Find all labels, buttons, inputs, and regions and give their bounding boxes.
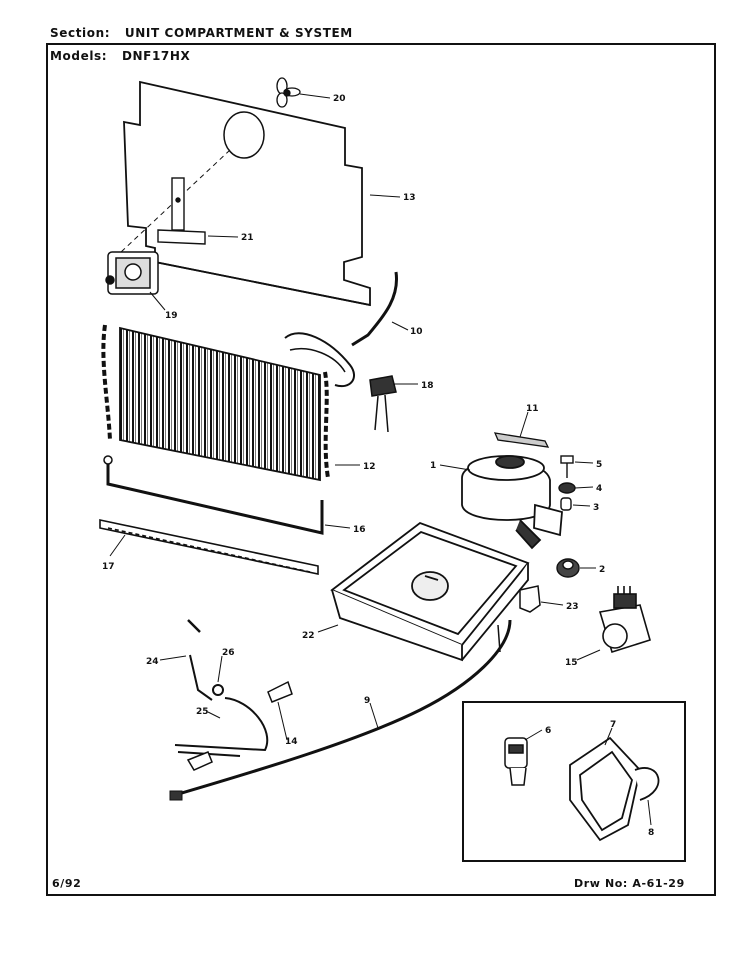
inset-clip [504,737,528,786]
drawing-number: A-61-29 [632,877,685,890]
callout-23: 23 [566,602,579,612]
callout-numbers: 20 13 21 19 10 18 11 1 5 4 3 12 16 17 2 … [102,94,654,838]
drain-pan [330,521,530,662]
evaporator-coil [101,324,355,482]
callout-6: 6 [545,726,551,736]
callout-10: 10 [410,327,423,337]
clamps [186,680,293,771]
callout-25: 25 [196,707,209,717]
callout-17: 17 [102,562,115,572]
harness-plug [169,790,183,801]
heater-tube [106,460,324,535]
callout-19: 19 [165,311,178,321]
callout-1: 1 [430,461,436,471]
gasket [493,432,550,448]
tubing-parts [174,619,269,757]
section-value: UNIT COMPARTMENT & SYSTEM [124,26,353,40]
callout-5: 5 [596,460,602,470]
callout-22: 22 [302,631,315,641]
drawing-label: Drw No: [574,877,628,890]
drain-tube [351,271,398,347]
fan-motor [105,251,159,295]
callout-14: 14 [285,737,298,747]
callout-16: 16 [353,525,366,535]
callout-13: 13 [403,193,416,203]
bracket [157,177,206,245]
wiring-harness [174,619,512,797]
heater-channel [99,519,319,575]
grommet [556,558,580,578]
callout-2: 2 [599,565,605,575]
callout-26: 26 [222,648,235,658]
leader-lines [109,93,652,826]
models-header: Models: DNF17HX [50,49,190,63]
callout-3: 3 [593,503,599,513]
callout-9: 9 [364,696,370,706]
fan-opening [223,111,265,159]
callout-12: 12 [363,462,376,472]
inset-cover [569,736,660,842]
callout-8: 8 [648,828,654,838]
section-header: Section: UNIT COMPARTMENT & SYSTEM [50,26,353,40]
pan-bracket [519,585,541,613]
diagram-frame [46,43,716,896]
footer-drawing-number: Drw No: A-61-29 [574,877,685,890]
callout-7: 7 [610,720,616,730]
callout-18: 18 [421,381,434,391]
fan-blade [276,77,301,108]
compressor [461,455,563,550]
baffle-panel [123,80,371,307]
temperature-control [369,375,397,433]
models-value: DNF17HX [121,49,191,63]
callout-11: 11 [526,404,539,414]
models-label: Models: [50,49,108,63]
relay-overload [598,586,651,654]
section-label: Section: [50,26,111,40]
callout-21: 21 [241,233,254,243]
callout-4: 4 [596,484,602,494]
footer-date: 6/92 [52,877,82,890]
callout-24: 24 [146,657,159,667]
callout-15: 15 [565,658,578,668]
callout-20: 20 [333,94,346,104]
mounting-hardware [558,455,576,511]
